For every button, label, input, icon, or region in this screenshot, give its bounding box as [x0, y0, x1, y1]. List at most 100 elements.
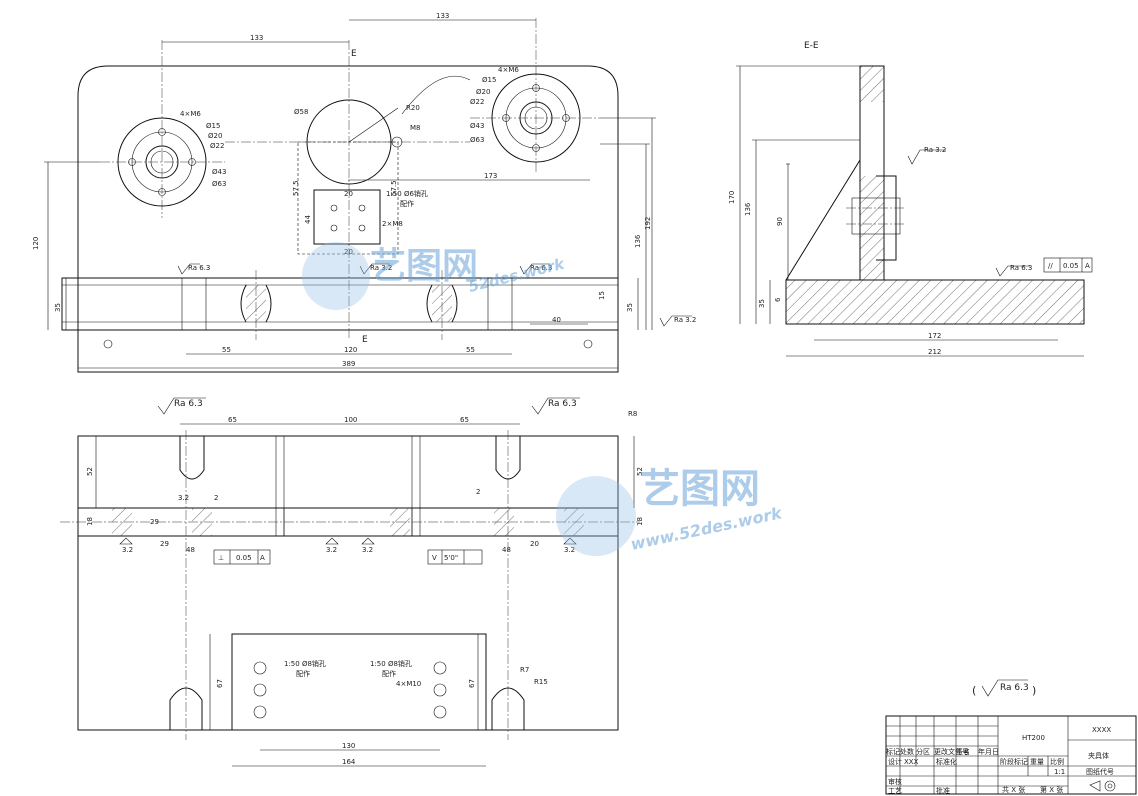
- front-tol-right-sym: V: [432, 554, 437, 562]
- front-dim-18-left: 18: [86, 517, 94, 526]
- front-dim-67-right: 67: [468, 679, 476, 688]
- side-dim-35: 35: [758, 299, 766, 308]
- tb-std-label: 标准化: [936, 757, 957, 766]
- dim-133-left: 133: [250, 34, 263, 42]
- tb-col-3: 更改文件号: [934, 747, 969, 756]
- right-d15: Ø15: [482, 76, 496, 84]
- side-tol-ref: A: [1085, 262, 1090, 270]
- dim-57-5a: 57.5: [292, 180, 300, 196]
- front-tol-left-ref: A: [260, 554, 265, 562]
- front-ra-mark-1: 3.2: [122, 546, 133, 554]
- tb-approve-label: 批准: [936, 786, 950, 795]
- tb-sheet-info: 共 X 张: [1002, 785, 1025, 794]
- right-d20: Ø20: [476, 88, 490, 96]
- front-dim-20: 20: [530, 540, 539, 548]
- front-ra-mark-3: 3.2: [362, 546, 373, 554]
- front-dim-65-left: 65: [228, 416, 237, 424]
- right-d22: Ø22: [470, 98, 484, 106]
- left-d15: Ø15: [206, 122, 220, 130]
- svg-text:(: (: [972, 684, 976, 697]
- watermark-1-en: 52des.work: [467, 254, 567, 295]
- section-mark-top: E: [351, 49, 357, 59]
- tb-weight-label: 重量: [1030, 758, 1044, 766]
- r20-label: R20: [406, 104, 420, 112]
- dim-120-h: 120: [32, 237, 40, 250]
- watermark-1-cn: 艺图网: [370, 246, 478, 287]
- front-tol-right-val: 5'0": [444, 554, 458, 562]
- tb-stage-label: 阶段标记: [1000, 757, 1028, 766]
- center-d58: Ø58: [294, 108, 308, 116]
- dim-55-left: 55: [222, 346, 231, 354]
- projection-symbol: [1089, 780, 1116, 792]
- front-ra-right: Ra 6.3: [548, 399, 577, 409]
- section-title: E-E: [804, 41, 819, 51]
- right-d43: Ø43: [470, 122, 484, 130]
- front-r8: R8: [628, 410, 637, 418]
- side-dim-136: 136: [744, 202, 752, 216]
- general-roughness: ( Ra 6.3 ): [972, 679, 1036, 697]
- ra-top-2: Ra 3.2: [370, 264, 392, 272]
- ra-top-1: Ra 6.3: [188, 264, 210, 272]
- tb-sheet-no: 第 X 张: [1040, 785, 1063, 794]
- tb-company: XXXX: [1092, 726, 1111, 734]
- dim-120-bottom: 120: [344, 346, 357, 354]
- dim-55-right: 55: [466, 346, 475, 354]
- side-tol-sym: //: [1048, 262, 1053, 270]
- watermark-2-cn: 艺图网: [640, 466, 760, 512]
- ra-top-4: Ra 3.2: [674, 316, 696, 324]
- side-ra-b: Ra 6.3: [1010, 264, 1032, 272]
- front-dim-48-left: 48: [186, 546, 195, 554]
- pin-note-2: 配作: [400, 199, 414, 208]
- title-block: 标记 处数 分区 更改文件号 签名 年月日 设计 XXX 标准化 审核 工艺 批…: [885, 715, 1137, 795]
- pin-note-3: 2×M8: [382, 220, 403, 228]
- ra-top-3: Ra 6.3: [530, 264, 552, 272]
- dim-15-slot: 15: [598, 291, 606, 300]
- front-dim-48-right: 48: [502, 546, 511, 554]
- tb-scale-label: 比例: [1050, 757, 1064, 766]
- front-pin-left: 1:50 Ø8销孔: [284, 659, 326, 668]
- left-flange: [100, 40, 225, 218]
- section-mark-bottom: E: [362, 335, 368, 345]
- side-section-view: E-E 170 136 90 35 6 172 212 Ra 3.2 Ra 6.…: [728, 41, 1093, 357]
- front-dim-52-right: 52: [636, 467, 644, 476]
- left-d63: Ø63: [212, 180, 226, 188]
- front-r15: R15: [534, 678, 548, 686]
- tb-process-label: 工艺: [888, 787, 902, 795]
- front-tol-left-val: 0.05: [236, 554, 252, 562]
- watermark-2: 艺图网 www.52des.work: [556, 466, 785, 556]
- top-view: 133 133 E E 120 35 35 173 136 192 55 120…: [32, 12, 696, 373]
- dim-133-right: 133: [436, 12, 449, 20]
- dim-44: 44: [304, 215, 312, 224]
- front-dim-67-left: 67: [216, 679, 224, 688]
- dim-173: 173: [484, 172, 497, 180]
- right-holes-label: 4×M6: [498, 66, 519, 74]
- front-dim-3-2: 3.2: [178, 494, 189, 502]
- front-screw-right: 4×M10: [396, 680, 421, 688]
- tb-scale: 1:1: [1054, 768, 1065, 776]
- side-dim-6: 6: [774, 297, 782, 302]
- tb-designer-label: 设计: [888, 757, 902, 766]
- side-dim-212: 212: [928, 348, 941, 356]
- tb-part-name: 夹具体: [1088, 751, 1109, 760]
- dim-389: 389: [342, 360, 355, 368]
- front-ra-mark-2: 3.2: [326, 546, 337, 554]
- front-view: 65 100 65 52 52 18 18 3.2 2 2 29 29 48 4…: [60, 397, 644, 767]
- front-dim-29b: 29: [160, 540, 169, 548]
- dim-35-right: 35: [626, 303, 634, 312]
- front-ra-left: Ra 6.3: [174, 399, 203, 409]
- dim-20b: 20: [344, 248, 353, 256]
- side-tol-val: 0.05: [1063, 262, 1079, 270]
- front-tol-left-sym: ⊥: [218, 554, 224, 562]
- tb-drawing-no: 图纸代号: [1086, 767, 1114, 776]
- tb-col-1: 处数: [900, 747, 914, 756]
- left-d22: Ø22: [210, 142, 224, 150]
- tb-col-0: 标记: [886, 747, 900, 756]
- front-dim-52-left: 52: [86, 467, 94, 476]
- side-dim-172: 172: [928, 332, 941, 340]
- front-ra-mark-4: 3.2: [564, 546, 575, 554]
- front-dim-130: 130: [342, 742, 355, 750]
- front-dim-18-right: 18: [636, 517, 644, 526]
- front-dim-29a: 29: [150, 518, 159, 526]
- svg-text:): ): [1032, 684, 1036, 697]
